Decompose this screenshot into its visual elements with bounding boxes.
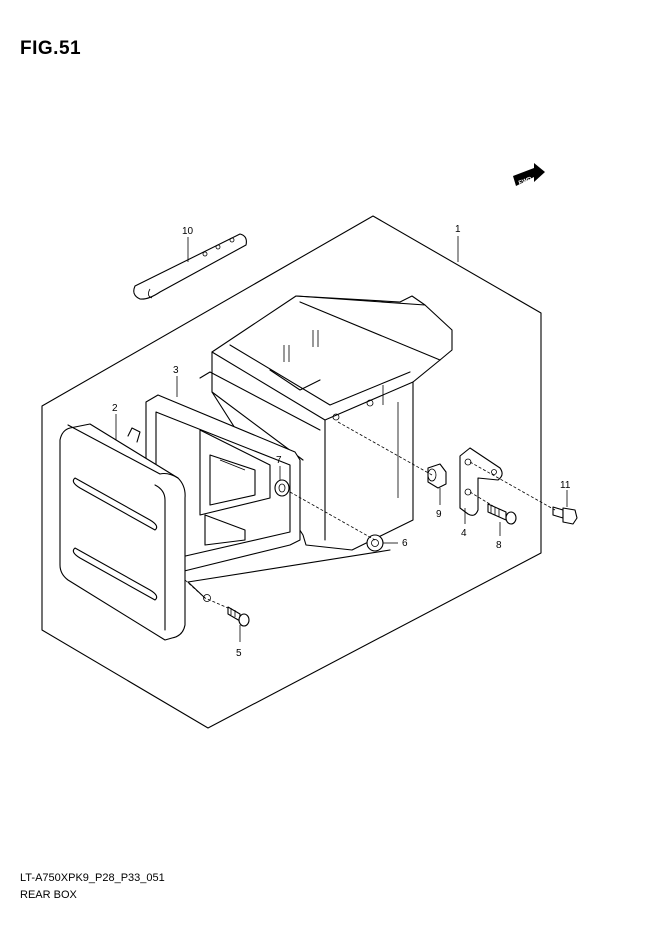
part-8-screw	[487, 503, 517, 525]
fwd-arrow-icon: FWD	[513, 163, 545, 187]
callout-11: 11	[560, 480, 571, 491]
assembly-boundary	[41, 215, 542, 729]
part-11-bolt	[552, 506, 578, 525]
callout-9: 9	[436, 509, 442, 520]
diagram-name: REAR BOX	[20, 889, 77, 901]
callout-5: 5	[236, 648, 242, 659]
assembly-guide-lines	[184, 421, 556, 609]
diagram-code: LT-A750XPK9_P28_P33_051	[20, 872, 165, 884]
part-9-grommet	[427, 463, 447, 489]
part-1-box-body	[211, 295, 453, 551]
part-5-screw	[227, 606, 250, 627]
callout-2: 2	[112, 403, 118, 414]
callout-8: 8	[496, 540, 502, 551]
part-10-strap	[133, 233, 247, 300]
callout-10: 10	[182, 226, 194, 237]
callout-numbers: 1 2 3 4 5 6 7 8 9 10 11	[112, 224, 571, 659]
callout-3: 3	[173, 365, 179, 376]
leader-lines	[115, 236, 568, 642]
figure-title: FIG.51	[20, 38, 82, 59]
part-4-plate	[459, 447, 503, 516]
fwd-label: FWD	[518, 176, 534, 187]
part-6-grommet	[366, 534, 384, 552]
callout-7: 7	[276, 455, 282, 466]
callout-6: 6	[402, 538, 408, 549]
part-7-grommet	[274, 479, 290, 497]
callout-1: 1	[455, 224, 461, 235]
callout-4: 4	[461, 528, 467, 539]
part-2-lid	[59, 423, 211, 641]
